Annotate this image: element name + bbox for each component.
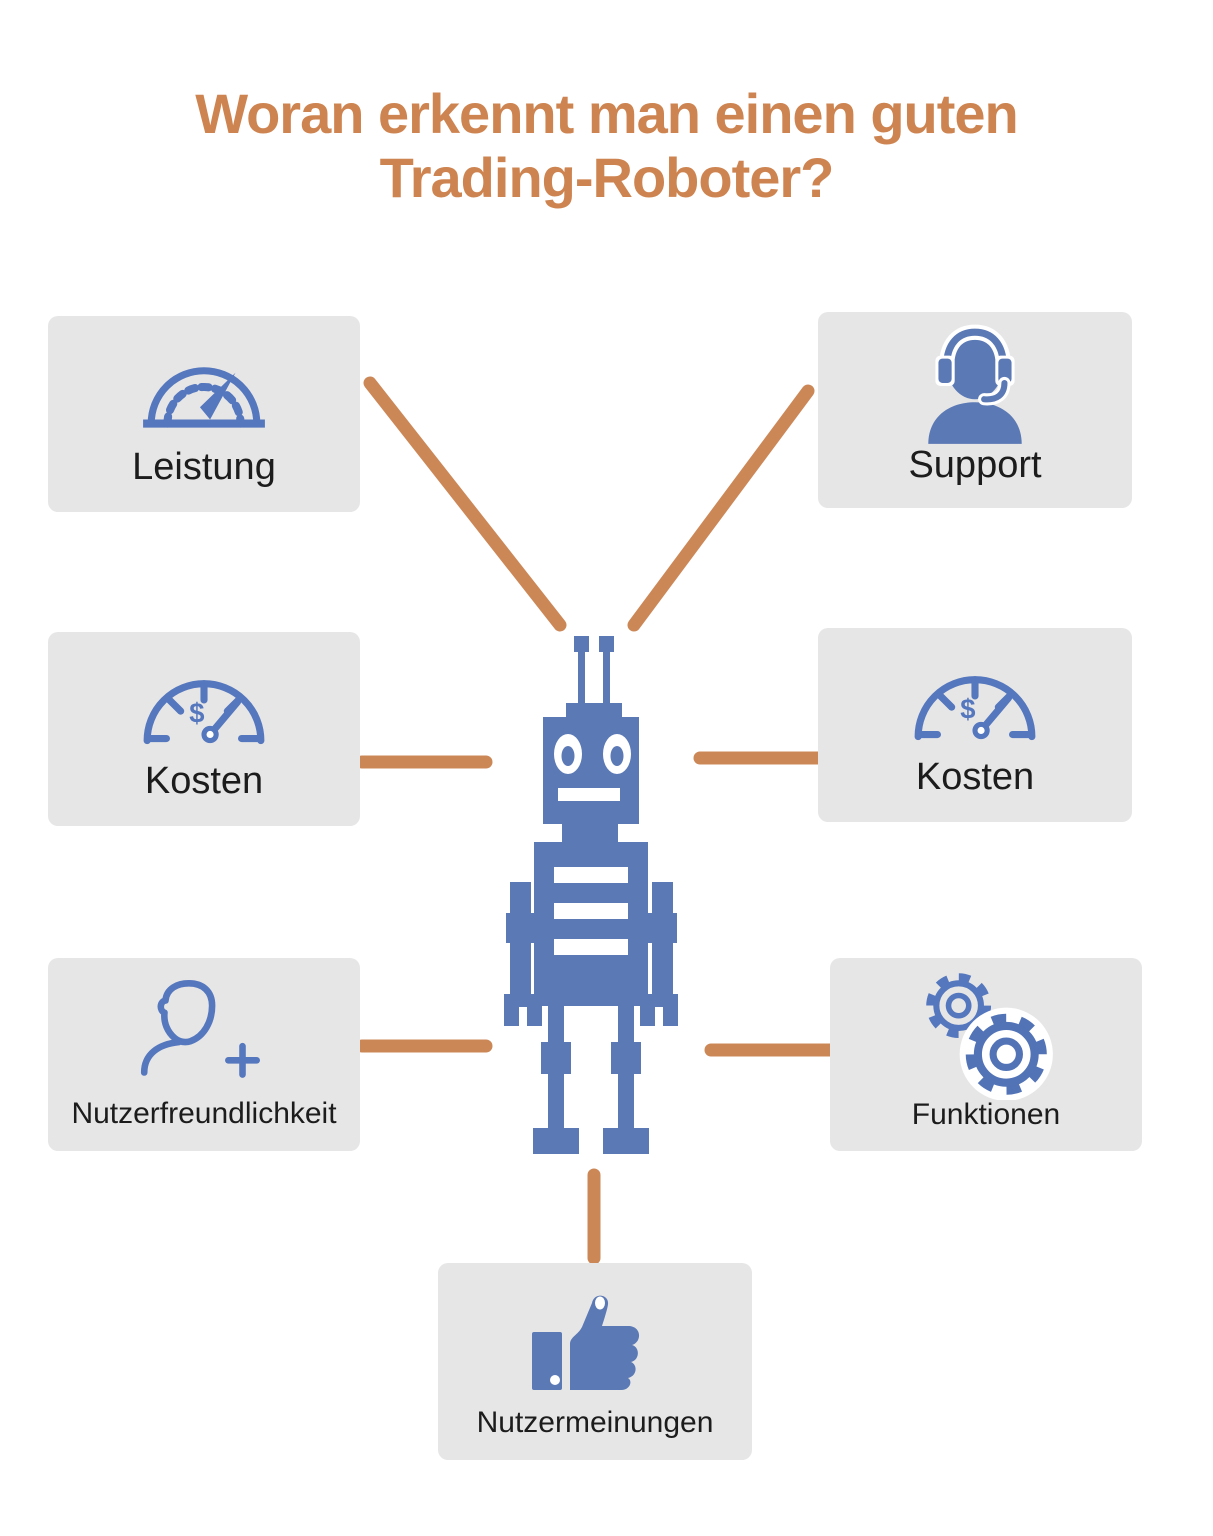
dollar-symbol: $	[189, 697, 204, 728]
page-title-line2: Trading-Roboter?	[379, 145, 835, 209]
page-title-line1: Woran erkennt man einen guten	[195, 82, 1019, 145]
connector-support	[627, 384, 815, 632]
category-box-nutzermeinungen: Nutzermeinungen	[438, 1263, 752, 1460]
robot-figure	[504, 636, 678, 1154]
cost-gauge-icon: $	[908, 628, 1042, 758]
thumbs-up-icon	[520, 1263, 670, 1408]
support-agent-icon	[909, 312, 1041, 446]
category-label: Support	[908, 444, 1042, 486]
category-label: Nutzerfreundlichkeit	[71, 1097, 337, 1130]
category-label: Nutzermeinungen	[476, 1406, 714, 1439]
page-title: Woran erkennt man einen guten Trading-Ro…	[0, 82, 1213, 210]
category-box-support: Support	[818, 312, 1132, 508]
connector-leistung	[363, 376, 567, 632]
category-box-kosten-right: $ Kosten	[818, 628, 1132, 822]
category-label: Kosten	[144, 760, 264, 802]
speedometer-icon	[137, 316, 271, 448]
category-box-leistung: Leistung	[48, 316, 360, 512]
dollar-symbol: $	[960, 693, 975, 724]
category-label: Kosten	[915, 756, 1035, 798]
category-box-kosten-left: $ Kosten	[48, 632, 360, 826]
cost-gauge-icon: $	[137, 632, 271, 762]
category-box-nutzerfreundlichkeit: Nutzerfreundlichkeit	[48, 958, 360, 1151]
user-plus-icon	[128, 958, 280, 1099]
gears-icon	[910, 958, 1062, 1100]
category-label: Leistung	[132, 446, 276, 488]
category-box-funktionen: Funktionen	[830, 958, 1142, 1151]
category-label: Funktionen	[911, 1098, 1061, 1131]
